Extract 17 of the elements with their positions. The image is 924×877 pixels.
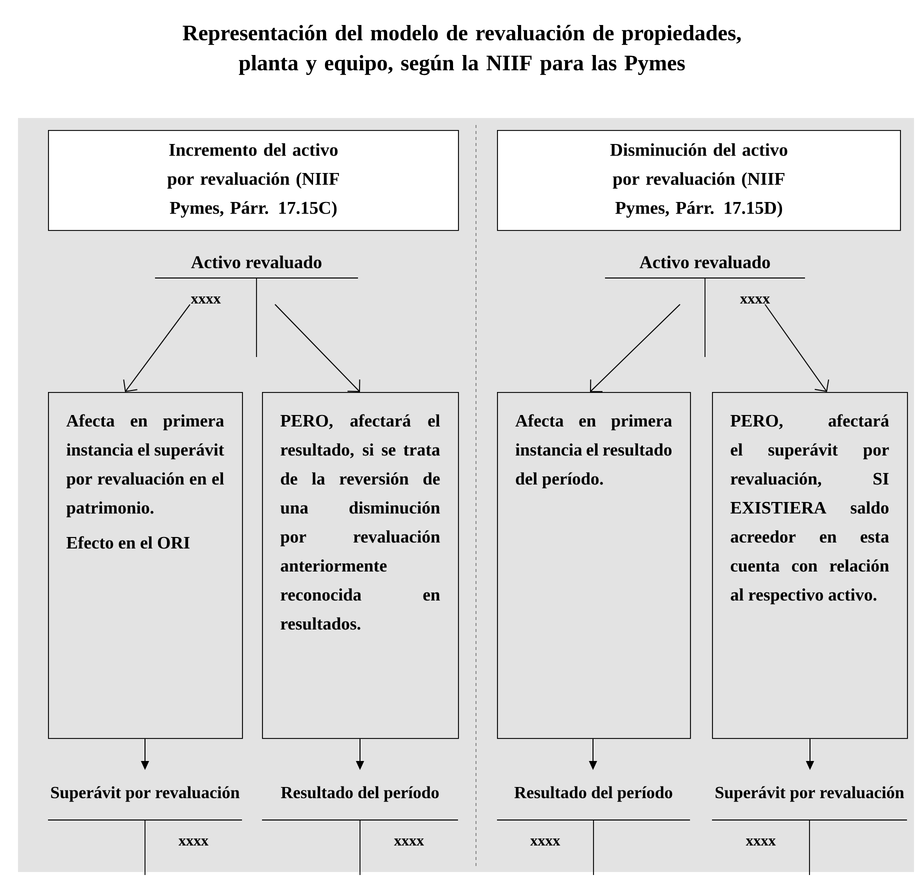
t-account: Activo revaluado xxxx [154, 256, 358, 358]
t-account: Superávit por revaluación xxxx [712, 786, 908, 876]
text-box: PERO, afectará el resultado, si se trata de la reversión de una disminución por revaluación anteriormente reconocida en resultados. [262, 392, 459, 739]
t-account: Activo revaluado xxxx [604, 256, 806, 358]
text-box: Afecta en primera instancia el resultado del período. [497, 392, 691, 739]
text-box: PERO, afectará el superávit por revaluación, SI EXISTIERA saldo acreedor en esta cuenta con relación al respectivo activo. [712, 392, 908, 739]
header-box: Disminución del activo por revaluación (NIIF Pymes, Párr. 17.15D) [497, 130, 901, 231]
text-box: Afecta en primera instancia el superávit por revaluación en el patrimonio. Efecto en el ORI [48, 392, 243, 739]
t-account: Resultado del período xxxx [496, 786, 690, 876]
title: Representación del modelo de revaluación de propiedades, planta y equipo, según la NIIF para las Pymes [182, 24, 741, 76]
header-box: Incremento del activo por revaluación (NIIF Pymes, Párr. 17.15C) [48, 130, 459, 231]
arrow [764, 304, 830, 392]
t-account: Resultado del período xxxx [262, 786, 458, 876]
t-account: Superávit por revaluación xxxx [48, 786, 242, 876]
arrow [123, 304, 190, 392]
arrow [274, 304, 360, 392]
arrow [590, 304, 680, 392]
